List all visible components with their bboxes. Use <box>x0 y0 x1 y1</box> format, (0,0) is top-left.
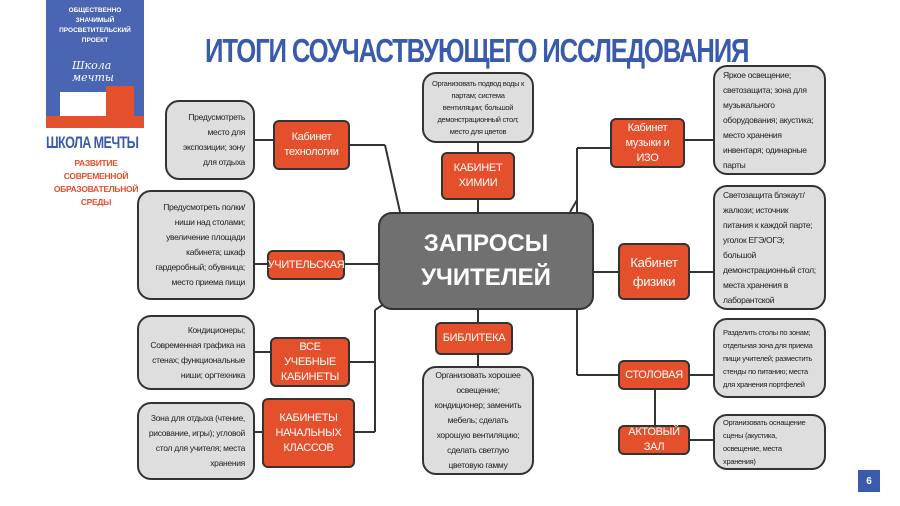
details-chemistry: Организовать подвод воды к партам; систе… <box>422 72 534 143</box>
logo-building <box>60 92 106 116</box>
logo-brand: ШКОЛА МЕЧТЫ <box>46 133 139 152</box>
node-chemistry: КАБИНЕТ ХИМИИ <box>441 152 515 200</box>
logo-base <box>46 116 144 128</box>
node-music-art: Кабинет музыки и ИЗО <box>610 118 685 168</box>
page-number: 6 <box>858 470 880 492</box>
node-technology: Кабинет технологии <box>273 120 350 170</box>
details-assembly-hall: Организовать оснащение сцены (акустика, … <box>713 414 826 470</box>
node-library: БИБЛИТЕКА <box>435 322 513 355</box>
node-physics: Кабинет физики <box>618 243 690 300</box>
page-title: ИТОГИ СОУЧАСТВУЮЩЕГО ИССЛЕДОВАНИЯ <box>205 32 750 69</box>
node-canteen: СТОЛОВАЯ <box>618 360 690 390</box>
details-canteen: Разделить столы по зонам; отдельная зона… <box>713 318 826 398</box>
logo-building-red <box>106 86 134 116</box>
details-all-classrooms: Кондиционеры; Современная графика на сте… <box>137 315 255 390</box>
node-teachers-room: УЧИТЕЛЬСКАЯ <box>267 250 345 280</box>
node-assembly-hall: АКТОВЫЙ ЗАЛ <box>618 425 690 455</box>
logo-tagline: ОБЩЕСТВЕННО ЗНАЧИМЫЙ ПРОСВЕТИТЕЛЬСКИЙ ПР… <box>59 7 131 44</box>
center-node: ЗАПРОСЫ УЧИТЕЛЕЙ <box>378 212 594 310</box>
logo-script: Школа мечты <box>72 59 114 84</box>
logo-subtitle: РАЗВИТИЕ СОВРЕМЕННОЙ ОБРАЗОВАТЕЛЬНОЙ СРЕ… <box>53 158 139 207</box>
details-library: Организовать хорошее освещение; кондицио… <box>422 366 534 475</box>
details-physics: Светозащита блэкаут/жалюзи; источник пит… <box>713 185 826 310</box>
details-music-art: Яркое освещение; светозащита; зона для м… <box>713 65 826 175</box>
details-technology: Предусмотреть место для экспозиции; зону… <box>165 100 255 180</box>
node-primary-classes: КАБИНЕТЫ НАЧАЛЬНЫХ КЛАССОВ <box>262 398 355 468</box>
details-teachers-room: Предусмотреть полки/ниши над столами; ув… <box>137 190 255 300</box>
node-all-classrooms: ВСЕ УЧЕБНЫЕ КАБИНЕТЫ <box>270 337 350 387</box>
details-primary-classes: Зона для отдыха (чтение, рисование, игры… <box>137 402 255 480</box>
logo-panel: ОБЩЕСТВЕННО ЗНАЧИМЫЙ ПРОСВЕТИТЕЛЬСКИЙ ПР… <box>46 0 144 128</box>
